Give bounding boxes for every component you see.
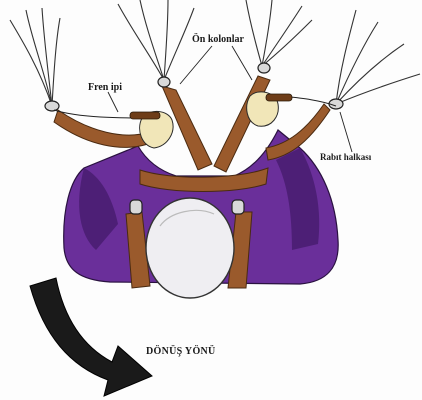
turn-direction-label: DÖNÜŞ YÖNÜ bbox=[146, 346, 216, 357]
left-inner-riser-lines bbox=[118, 0, 194, 80]
brake-lines bbox=[54, 96, 336, 118]
curved-arrow-icon bbox=[30, 278, 152, 396]
right-outer-riser-lines bbox=[336, 10, 420, 104]
right-inner-riser-lines bbox=[246, 0, 312, 66]
left-outer-riser-lines bbox=[10, 8, 60, 106]
connecting-ring-label: Rabıt halkası bbox=[320, 152, 371, 162]
pilot-hands bbox=[140, 92, 279, 148]
pilot-helmet bbox=[146, 198, 234, 298]
front-risers-label: Ön kolonlar bbox=[192, 34, 244, 45]
brake-line-label: Fren ipi bbox=[88, 82, 122, 93]
